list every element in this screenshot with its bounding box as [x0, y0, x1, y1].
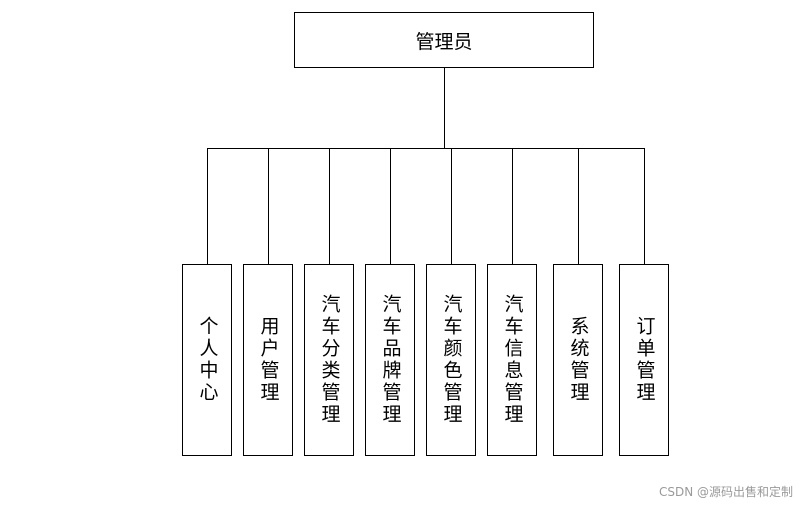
- node-leaf-label-3: 汽车分类管理: [318, 294, 341, 426]
- connector-branch-6: [512, 148, 513, 264]
- node-leaf-label-2: 用户管理: [257, 316, 280, 404]
- node-leaf-car-color-management: 汽车颜色管理: [426, 264, 476, 456]
- connector-branch-8: [644, 148, 645, 264]
- node-root: 管理员: [294, 12, 594, 68]
- connector-branch-3: [329, 148, 330, 264]
- node-leaf-system-management: 系统管理: [553, 264, 603, 456]
- connector-bus: [207, 148, 645, 149]
- node-leaf-label-5: 汽车颜色管理: [440, 294, 463, 426]
- connector-branch-7: [578, 148, 579, 264]
- connector-branch-2: [268, 148, 269, 264]
- connector-branch-1: [207, 148, 208, 264]
- node-leaf-car-brand-management: 汽车品牌管理: [365, 264, 415, 456]
- connector-trunk: [444, 68, 445, 148]
- node-root-label: 管理员: [415, 30, 473, 53]
- node-leaf-car-info-management: 汽车信息管理: [487, 264, 537, 456]
- connector-branch-5: [451, 148, 452, 264]
- node-leaf-car-category-management: 汽车分类管理: [304, 264, 354, 456]
- node-leaf-user-management: 用户管理: [243, 264, 293, 456]
- watermark-text: CSDN @源码出售和定制: [658, 485, 793, 499]
- node-leaf-label-8: 订单管理: [633, 316, 656, 404]
- node-leaf-label-4: 汽车品牌管理: [379, 294, 402, 426]
- node-leaf-order-management: 订单管理: [619, 264, 669, 456]
- node-leaf-label-1: 个人中心: [196, 316, 219, 404]
- node-leaf-label-6: 汽车信息管理: [501, 294, 524, 426]
- node-leaf-label-7: 系统管理: [567, 316, 590, 404]
- node-leaf-personal-center: 个人中心: [182, 264, 232, 456]
- connector-branch-4: [390, 148, 391, 264]
